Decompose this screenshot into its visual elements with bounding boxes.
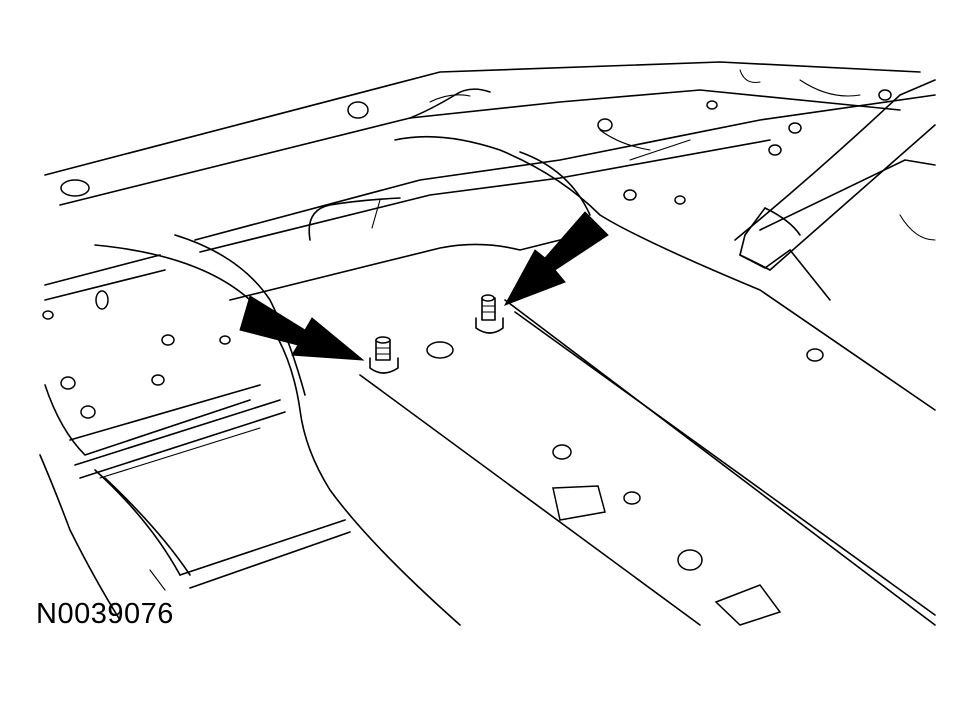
main-frame-rail bbox=[94, 79, 936, 626]
background-frame-rails bbox=[44, 61, 936, 253]
pointer-arrow-right bbox=[503, 211, 609, 306]
left-frame-rail bbox=[39, 254, 351, 621]
figure-label: N0039076 bbox=[36, 598, 174, 630]
rivet-head bbox=[347, 101, 369, 119]
stud-bolt bbox=[475, 294, 504, 334]
stud-bolt bbox=[369, 336, 399, 374]
pointer-arrow-left bbox=[239, 295, 365, 361]
rivet-head bbox=[60, 179, 90, 197]
